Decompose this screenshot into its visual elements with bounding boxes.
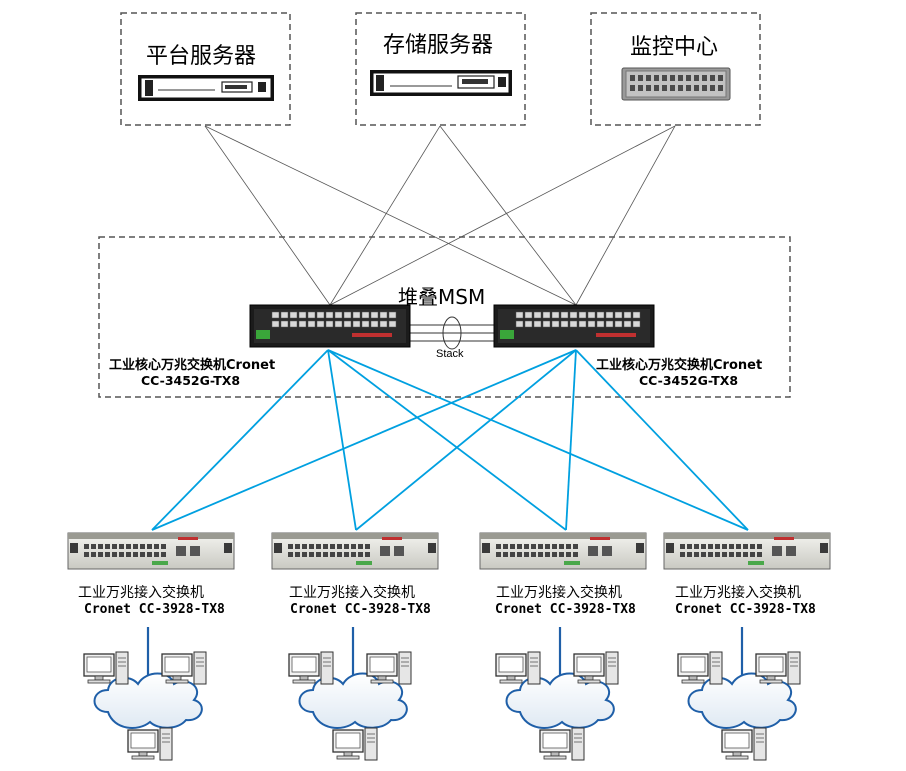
storage-server-label: 存储服务器	[383, 33, 494, 58]
core-switch-left-model: CC-3452G-TX8	[141, 373, 241, 388]
access-switch-4-icon	[663, 532, 831, 570]
pc-icon	[288, 651, 334, 685]
platform-server-label: 平台服务器	[146, 44, 257, 69]
monitoring-center-icon	[621, 67, 731, 101]
pc-icon	[332, 727, 378, 761]
core-switch-right	[493, 304, 655, 348]
stack-link-label: Stack	[436, 348, 464, 360]
storage-server-icon	[370, 70, 512, 96]
access-switch-2-name: 工业万兆接入交换机	[289, 585, 415, 601]
pc-icon	[495, 651, 541, 685]
lan-group-3	[495, 627, 619, 761]
core-switch-right-name: 工业核心万兆交换机Cronet	[596, 358, 763, 373]
platform-server-icon	[138, 75, 274, 101]
pc-icon	[539, 727, 585, 761]
pc-icon	[83, 651, 129, 685]
stack-title: 堆叠MSM	[398, 285, 486, 309]
access-switch-2-model: Cronet CC-3928-TX8	[290, 602, 431, 617]
storage-server-box	[355, 12, 526, 126]
pc-icon	[721, 727, 767, 761]
server-links	[204, 125, 676, 306]
access-switch-1-model: Cronet CC-3928-TX8	[84, 602, 225, 617]
access-switch-4-model: Cronet CC-3928-TX8	[675, 602, 816, 617]
stack-msm-box	[98, 236, 791, 398]
uplink-links	[151, 349, 749, 531]
access-switch-3-name: 工业万兆接入交换机	[496, 585, 622, 601]
access-switch-2-icon	[271, 532, 439, 570]
stack-link	[408, 316, 495, 350]
access-switch-1-icon	[67, 532, 235, 570]
access-switch-3-model: Cronet CC-3928-TX8	[495, 602, 636, 617]
core-switch-right-model: CC-3452G-TX8	[639, 373, 739, 388]
lan-group-1	[83, 627, 207, 761]
access-switch-3-icon	[479, 532, 647, 570]
core-switch-left	[249, 304, 411, 348]
access-switch-1-name: 工业万兆接入交换机	[78, 585, 204, 601]
platform-server-box	[120, 12, 291, 126]
monitoring-center-label: 监控中心	[630, 35, 719, 60]
access-switch-4-name: 工业万兆接入交换机	[675, 585, 801, 601]
pc-icon	[127, 727, 173, 761]
monitoring-center-box	[590, 12, 761, 126]
lan-group-2	[288, 627, 412, 761]
pc-icon	[677, 651, 723, 685]
core-switch-left-name: 工业核心万兆交换机Cronet	[109, 358, 276, 373]
lan-group-4	[677, 627, 801, 761]
